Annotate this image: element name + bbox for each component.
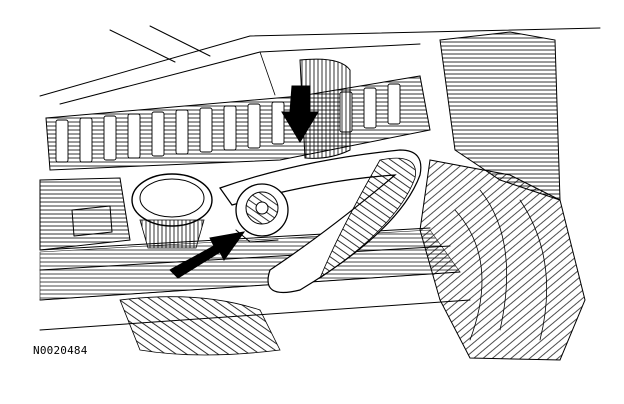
callout-arrow-up-right (169, 231, 246, 279)
round-cap (131, 173, 213, 249)
upper-component (299, 58, 351, 159)
upper-struts (39, 25, 601, 105)
callout-arrows (169, 85, 319, 279)
figure-id-label: N0020484 (33, 344, 88, 357)
right-wall (419, 31, 586, 361)
round-fitting (235, 183, 289, 243)
callout-arrow-down (281, 85, 319, 143)
